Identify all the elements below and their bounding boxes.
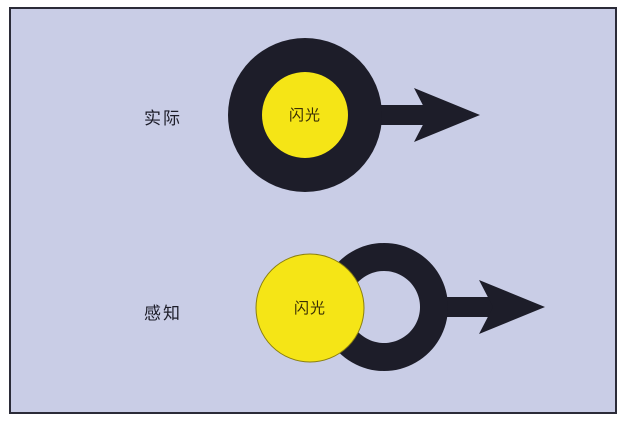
flash-disc-perceived bbox=[255, 253, 365, 363]
row-label-actual: 实际 bbox=[144, 109, 182, 129]
arrow-shaft-perceived bbox=[430, 297, 503, 317]
arrow-shaft-actual bbox=[372, 105, 438, 125]
diagram-perceived: 闪光 bbox=[255, 243, 545, 371]
arrow-head-perceived bbox=[479, 280, 545, 334]
diagram-actual: 闪光 bbox=[228, 38, 480, 192]
motion-arrow-actual bbox=[372, 88, 480, 142]
flash-disc-actual bbox=[262, 72, 348, 158]
motion-arrow-perceived bbox=[430, 280, 545, 334]
arrow-head-actual bbox=[414, 88, 480, 142]
flash-label-perceived: 闪光 bbox=[294, 299, 326, 317]
row-label-perceived: 感知 bbox=[144, 304, 182, 324]
flash-label-actual: 闪光 bbox=[289, 106, 321, 124]
